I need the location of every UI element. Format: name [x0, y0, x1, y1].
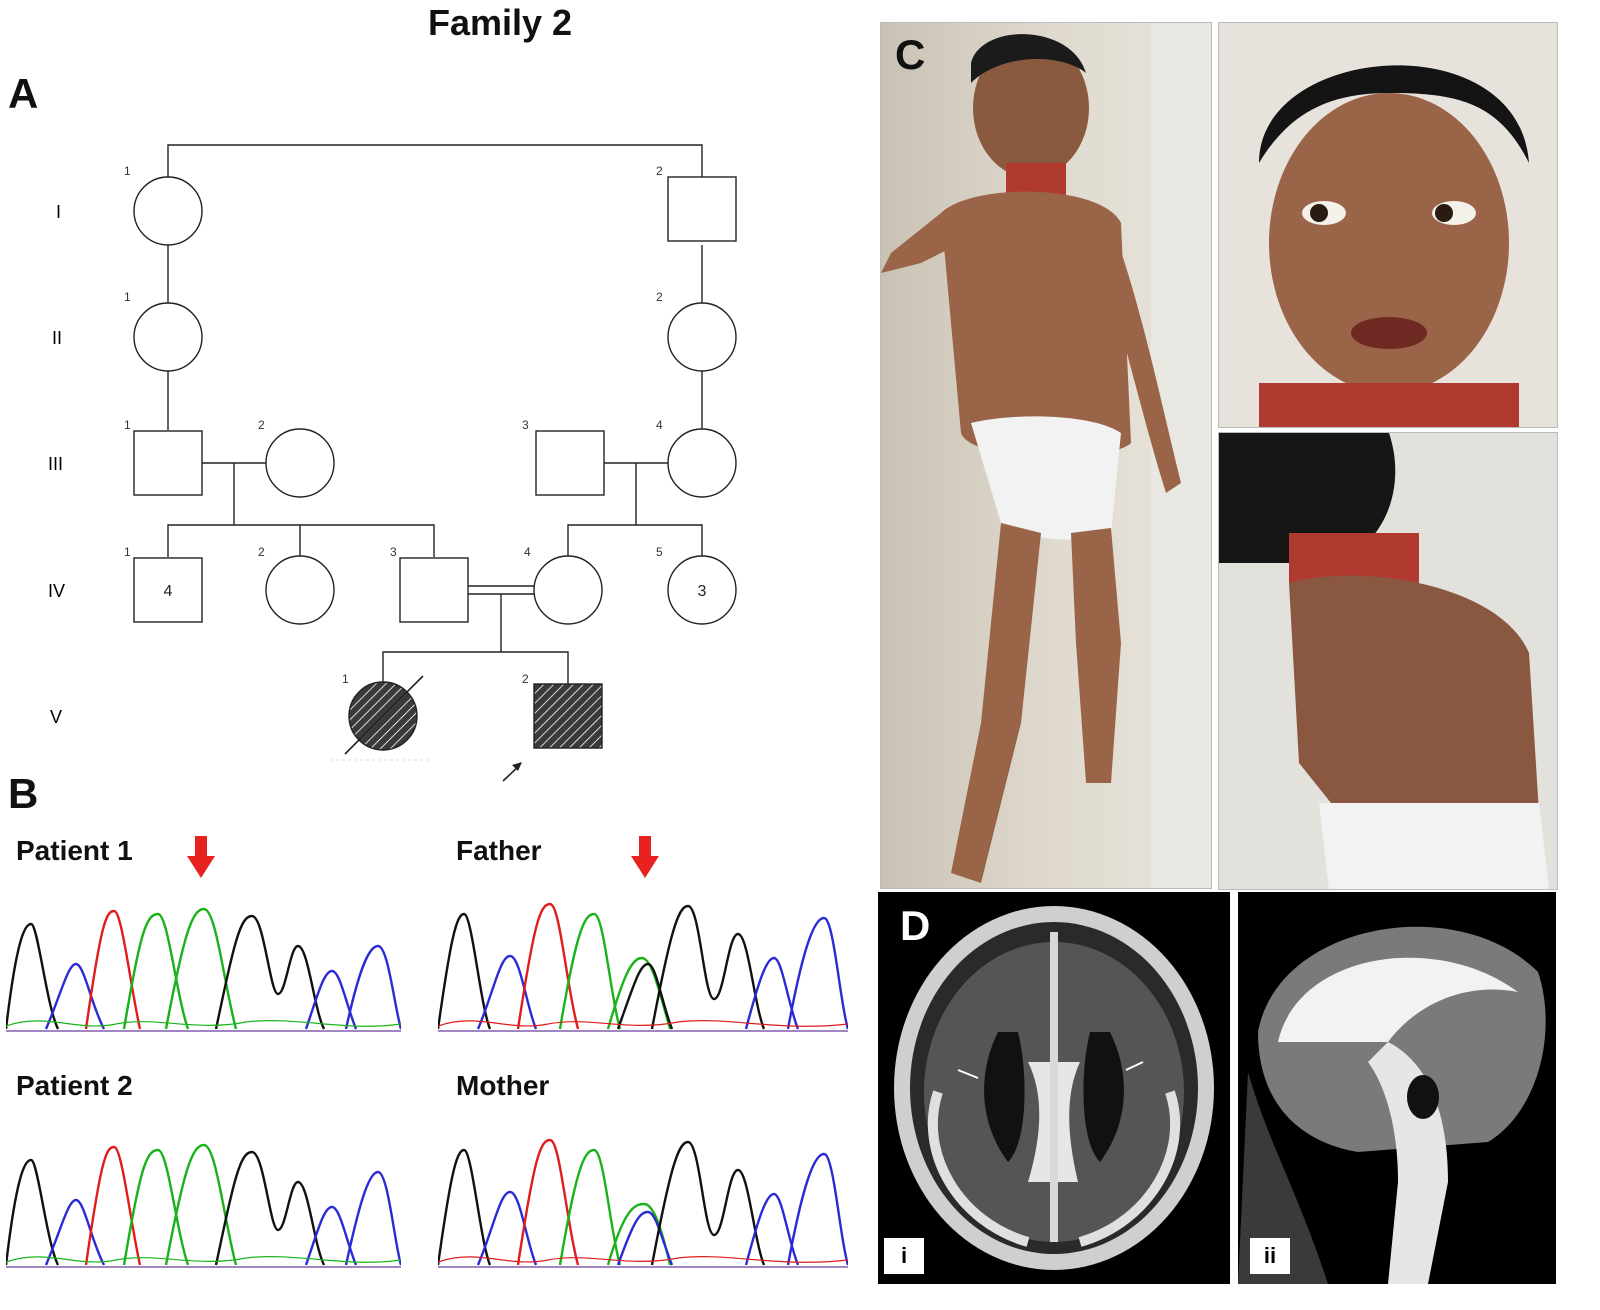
generation-label: IV — [48, 581, 65, 601]
individual-index: 4 — [656, 418, 663, 432]
pedigree-chart: I II III IV V 1 2 1 2 1 2 3 4 1 2 3 4 5 … — [48, 144, 737, 782]
sibship-count: 3 — [698, 583, 707, 600]
individual-IV-5 — [667, 555, 737, 625]
individual-IV-1 — [133, 557, 203, 623]
generation-label: III — [48, 454, 63, 474]
chromatogram-label: Patient 1 — [16, 835, 133, 866]
chromatogram-patient-2 — [6, 1143, 401, 1268]
variant-arrow-father — [631, 836, 659, 878]
individual-IV-2 — [265, 555, 335, 625]
individual-index: 3 — [390, 545, 397, 559]
chromatogram-label: Patient 2 — [16, 1070, 133, 1101]
chromatogram-patient-1 — [6, 907, 401, 1032]
figure-title: Family 2 — [427, 2, 573, 43]
chromatogram-label: Father — [456, 835, 542, 866]
individual-III-3 — [535, 430, 605, 496]
individual-index: 2 — [656, 164, 663, 178]
individual-index: 2 — [258, 545, 265, 559]
chromatogram-father — [438, 902, 848, 1032]
individual-index: 1 — [124, 164, 131, 178]
panel-label-d: D — [900, 902, 931, 949]
chromatogram-label: Mother — [456, 1070, 550, 1101]
individual-II-2 — [667, 302, 737, 372]
generation-label: II — [52, 328, 62, 348]
generation-label: I — [56, 202, 61, 222]
deceased-slash — [344, 675, 424, 755]
individual-index: 4 — [524, 545, 531, 559]
individual-index: 2 — [522, 672, 529, 686]
individual-III-1 — [133, 430, 203, 496]
individual-index: 3 — [522, 418, 529, 432]
individual-index: 1 — [124, 290, 131, 304]
sibship-count: 4 — [164, 583, 173, 600]
generation-label: V — [50, 707, 62, 727]
individual-III-4 — [667, 428, 737, 498]
individual-I-1 — [133, 176, 203, 246]
individual-V-2 — [533, 683, 603, 749]
chromatogram-mother — [438, 1138, 848, 1268]
patient-back-photo — [1218, 432, 1558, 890]
individual-index: 1 — [342, 672, 349, 686]
individual-index: 2 — [656, 290, 663, 304]
individual-index: 5 — [656, 545, 663, 559]
individual-I-2 — [667, 176, 737, 242]
patient-face-photo — [1218, 22, 1558, 428]
pedigree-lines — [167, 144, 703, 684]
panel-label-a: A — [8, 70, 39, 117]
individual-IV-3 — [399, 557, 469, 623]
individual-II-1 — [133, 302, 203, 372]
mri-sublabel-i: i — [884, 1238, 924, 1274]
panel-label-c: C — [895, 31, 926, 78]
individual-IV-4 — [533, 555, 603, 625]
mri-axial-image: D i — [878, 892, 1230, 1284]
patient-full-body-photo: C — [880, 22, 1212, 889]
mri-sagittal-image: ii — [1238, 892, 1556, 1284]
individual-index: 2 — [258, 418, 265, 432]
panel-label-b: B — [8, 770, 39, 817]
patient-figure-silhouette — [881, 23, 1211, 888]
mri-sublabel-ii: ii — [1250, 1238, 1290, 1274]
individual-index: 1 — [124, 418, 131, 432]
individual-index: 1 — [124, 545, 131, 559]
variant-arrow-patient-1 — [187, 836, 215, 878]
individual-III-2 — [265, 428, 335, 498]
